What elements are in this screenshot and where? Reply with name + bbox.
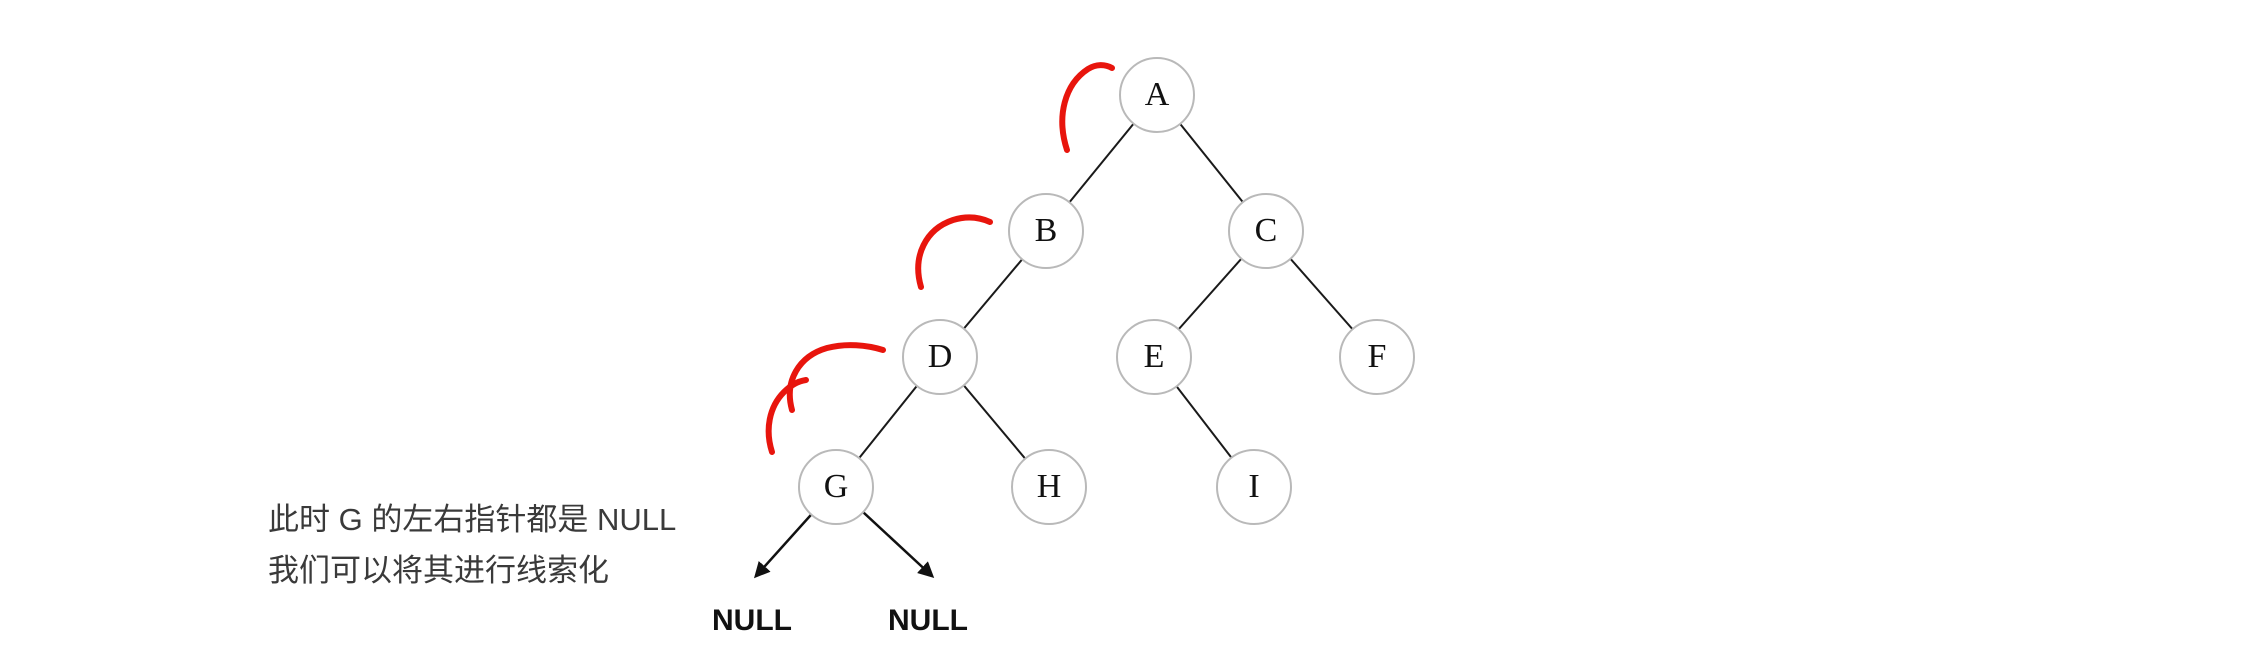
node-label-H: H xyxy=(1036,468,1062,505)
node-label-B: B xyxy=(1034,212,1058,249)
tree-node-E: E xyxy=(1116,319,1192,395)
trace-mark-near-B xyxy=(915,214,993,290)
trace-mark-near-G xyxy=(765,377,809,455)
node-label-C: C xyxy=(1254,212,1278,249)
tree-node-I: I xyxy=(1216,449,1292,525)
tree-node-D: D xyxy=(902,319,978,395)
node-label-E: E xyxy=(1143,338,1165,375)
tree-node-B: B xyxy=(1008,193,1084,269)
node-label-F: F xyxy=(1367,338,1387,375)
annotation-line-1: 此时 G 的左右指针都是 NULL xyxy=(268,502,677,537)
tree-node-C: C xyxy=(1228,193,1304,269)
tree-node-H: H xyxy=(1011,449,1087,525)
annotation-line-2: 我们可以将其进行线索化 xyxy=(268,553,609,588)
annotation-text: 此时 G 的左右指针都是 NULL 我们可以将其进行线索化 xyxy=(268,494,676,596)
tree-node-A: A xyxy=(1119,57,1195,133)
trace-mark-near-A xyxy=(1059,62,1115,153)
red-trace-marks xyxy=(765,62,1115,455)
tree-edges xyxy=(835,94,1378,488)
null-label-right: NULL xyxy=(888,604,968,637)
node-label-A: A xyxy=(1144,76,1170,113)
null-label-left: NULL xyxy=(712,604,792,637)
tree-node-G: G xyxy=(798,449,874,525)
node-label-G: G xyxy=(823,468,849,505)
node-label-D: D xyxy=(927,338,953,375)
node-label-I: I xyxy=(1248,468,1260,505)
tree-node-F: F xyxy=(1339,319,1415,395)
